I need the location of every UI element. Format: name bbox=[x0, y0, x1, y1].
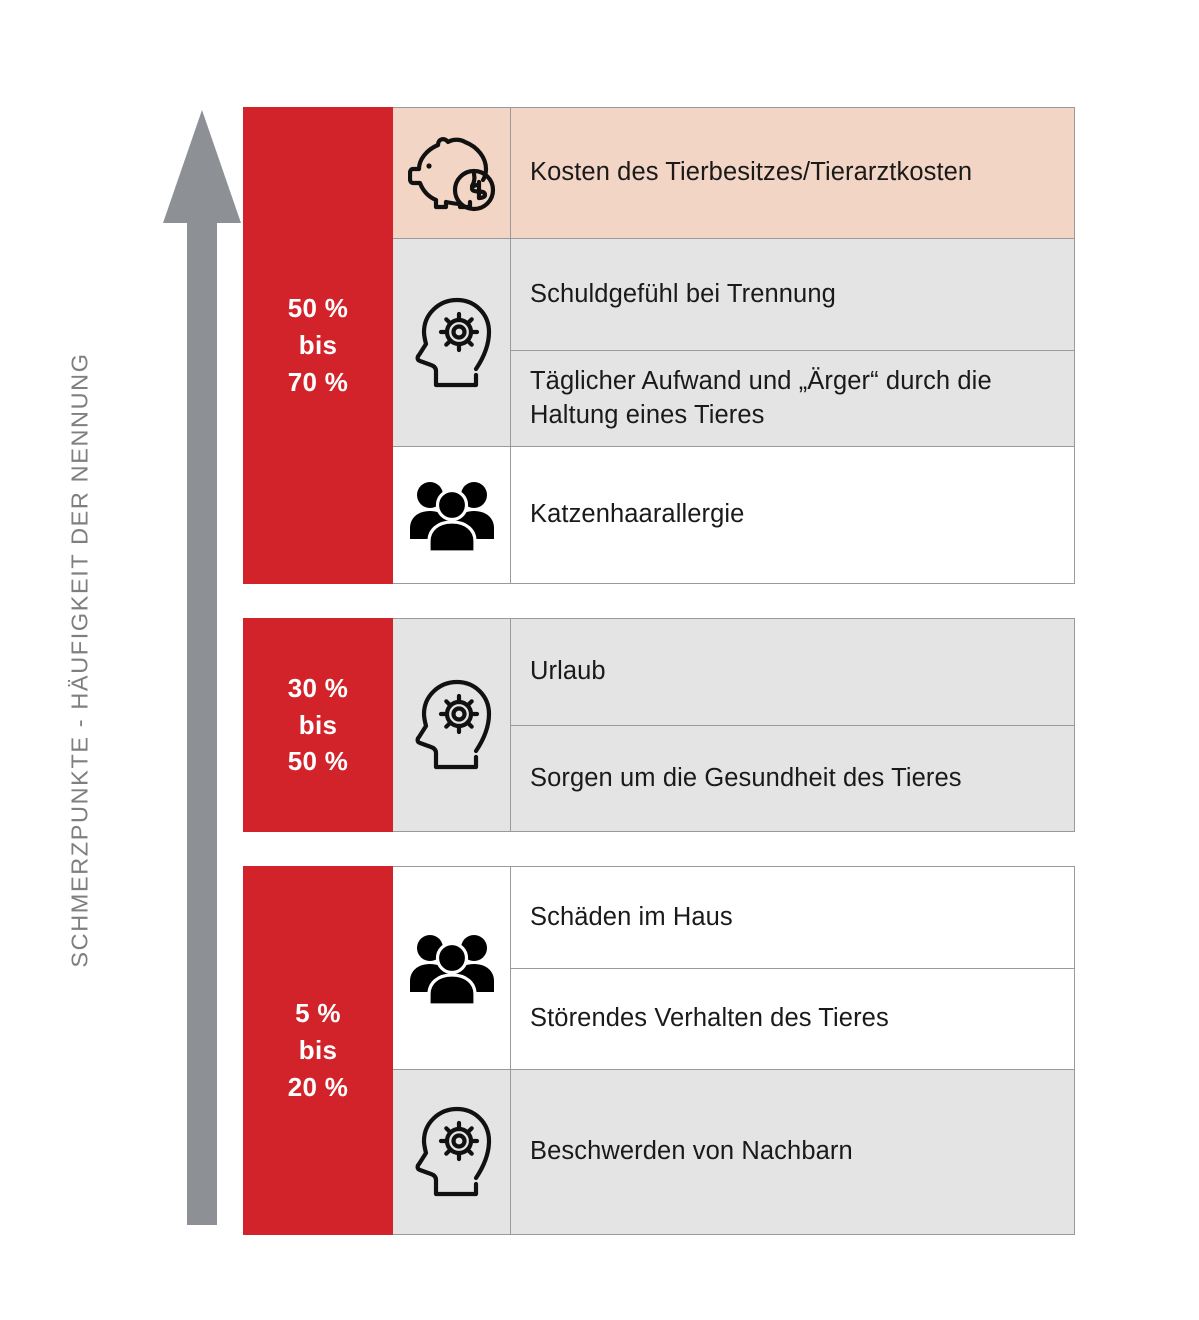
group-icon-cell bbox=[393, 867, 511, 1069]
group-icon-cell bbox=[393, 1070, 511, 1234]
axis-label: SCHMERZPUNKTE - HÄUFIGKEIT DER NENNUNG bbox=[0, 0, 160, 1320]
percentage-line: bis bbox=[298, 709, 338, 740]
band-content: Kosten des Tierbesitzes/Tierarztkosten S… bbox=[393, 107, 1075, 584]
group-rows: Kosten des Tierbesitzes/Tierarztkosten bbox=[511, 108, 1074, 238]
icon-group: Kosten des Tierbesitzes/Tierarztkosten bbox=[393, 107, 1075, 238]
pain-point-row: Störendes Verhalten des Tieres bbox=[511, 968, 1074, 1069]
pain-point-label: Täglicher Aufwand und „Ärger“ durch die … bbox=[530, 366, 992, 429]
pain-point-label: Schäden im Haus bbox=[530, 902, 733, 931]
people-group-icon bbox=[408, 478, 496, 552]
icon-group: Katzenhaarallergie bbox=[393, 446, 1075, 584]
pain-point-label: Kosten des Tierbesitzes/Tierarztkosten bbox=[530, 158, 973, 187]
pain-point-label: Störendes Verhalten des Tieres bbox=[530, 1004, 889, 1033]
group-icon-cell bbox=[393, 239, 511, 446]
pain-point-row: Täglicher Aufwand und „Ärger“ durch die … bbox=[511, 350, 1074, 446]
percentage-line: 5 % bbox=[295, 998, 341, 1029]
band-percentage-label: 50 % bis 70 % bbox=[243, 107, 393, 584]
icon-group: Beschwerden von Nachbarn bbox=[393, 1069, 1075, 1235]
pain-point-label: Beschwerden von Nachbarn bbox=[530, 1137, 853, 1166]
pain-points-chart: 50 % bis 70 % Kosten des Tierbesitzes/Tier… bbox=[243, 107, 1075, 1235]
pain-point-label: Sorgen um die Gesundheit des Tieres bbox=[530, 763, 962, 792]
pain-point-label: Urlaub bbox=[530, 657, 606, 686]
pain-point-row: Schuldgefühl bei Trennung bbox=[511, 239, 1074, 350]
head-gear-icon bbox=[409, 679, 495, 771]
pain-point-row: Urlaub bbox=[511, 619, 1074, 725]
pain-point-row: Kosten des Tierbesitzes/Tierarztkosten bbox=[511, 108, 1074, 238]
up-arrow-icon bbox=[163, 110, 241, 1225]
band-percentage-label: 5 % bis 20 % bbox=[243, 866, 393, 1235]
pain-point-row: Beschwerden von Nachbarn bbox=[511, 1070, 1074, 1234]
percentage-line: 50 % bbox=[287, 293, 349, 324]
frequency-band: 50 % bis 70 % Kosten des Tierbesitzes/Tier… bbox=[243, 107, 1075, 584]
percentage-line: 50 % bbox=[287, 746, 349, 777]
percentage-line: 20 % bbox=[287, 1071, 349, 1102]
group-icon-cell bbox=[393, 108, 511, 238]
group-rows: Katzenhaarallergie bbox=[511, 447, 1074, 583]
group-icon-cell bbox=[393, 447, 511, 583]
piggy-bank-icon bbox=[407, 133, 496, 213]
axis-label-text: SCHMERZPUNKTE - HÄUFIGKEIT DER NENNUNG bbox=[66, 352, 93, 968]
percentage-line: 30 % bbox=[287, 672, 349, 703]
group-icon-cell bbox=[393, 619, 511, 831]
pain-point-row: Katzenhaarallergie bbox=[511, 447, 1074, 583]
head-gear-icon bbox=[409, 1106, 495, 1198]
percentage-line: 70 % bbox=[287, 366, 349, 397]
pain-point-label: Schuldgefühl bei Trennung bbox=[530, 279, 836, 308]
head-gear-icon bbox=[409, 297, 495, 389]
percentage-line: bis bbox=[298, 1035, 338, 1066]
pain-point-label: Katzenhaarallergie bbox=[530, 500, 745, 529]
pain-point-row: Schäden im Haus bbox=[511, 867, 1074, 968]
pain-point-row: Sorgen um die Gesundheit des Tieres bbox=[511, 725, 1074, 831]
people-group-icon bbox=[408, 931, 496, 1005]
percentage-line: bis bbox=[298, 330, 338, 361]
group-rows: Beschwerden von Nachbarn bbox=[511, 1070, 1074, 1234]
band-percentage-label: 30 % bis 50 % bbox=[243, 618, 393, 832]
